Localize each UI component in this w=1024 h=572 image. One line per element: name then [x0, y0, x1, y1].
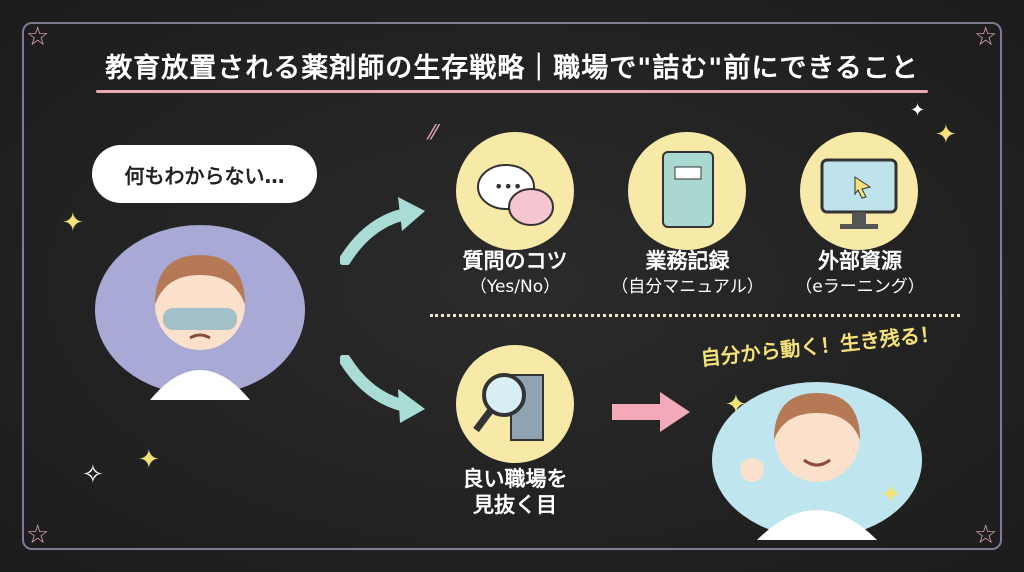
svg-text:•••: ••• [494, 177, 522, 196]
thought-bubble: 何もわからない… [92, 145, 317, 203]
emphasis-lines-icon: ⁄⁄ [430, 120, 437, 144]
arrow-up-right-icon [340, 197, 425, 265]
chat-bubbles-icon: ••• [456, 132, 574, 250]
sparkle-icon: ✦ [138, 445, 160, 475]
sparkle-icon: ✦ [725, 390, 747, 420]
tip-external: 外部資源（eラーニング） [795, 249, 925, 297]
title-underline [96, 90, 928, 93]
dotted-divider [430, 314, 960, 317]
corner-star-icon: ☆ [974, 520, 998, 550]
sparkle-icon: ✦ [62, 208, 84, 238]
arrow-right-icon [612, 392, 690, 432]
confident-pharmacist-illustration [712, 382, 922, 540]
corner-star-icon: ☆ [974, 22, 998, 52]
notebook-icon [628, 132, 746, 250]
magnifier-building-icon [456, 345, 574, 463]
sparkle-icon: ✦ [880, 480, 902, 510]
decorative-frame [22, 22, 1002, 550]
sparkle-icon: ✦ [935, 120, 957, 150]
workplace-label: 良い職場を見抜く目 [462, 467, 568, 517]
tip-record: 業務記録（自分マニュアル） [611, 249, 764, 297]
page-title: 教育放置される薬剤師の生存戦略｜職場で"詰む"前にできること [105, 53, 919, 84]
sparkle-icon: ✦ [910, 100, 926, 121]
corner-star-icon: ☆ [26, 22, 50, 52]
arrow-down-right-icon [340, 355, 425, 423]
computer-monitor-icon [800, 132, 918, 250]
confused-pharmacist-illustration [95, 225, 305, 400]
corner-star-icon: ☆ [26, 520, 50, 550]
sparkle-icon: ✧ [82, 460, 104, 490]
tip-question: 質問のコツ（Yes/No） [462, 249, 568, 297]
